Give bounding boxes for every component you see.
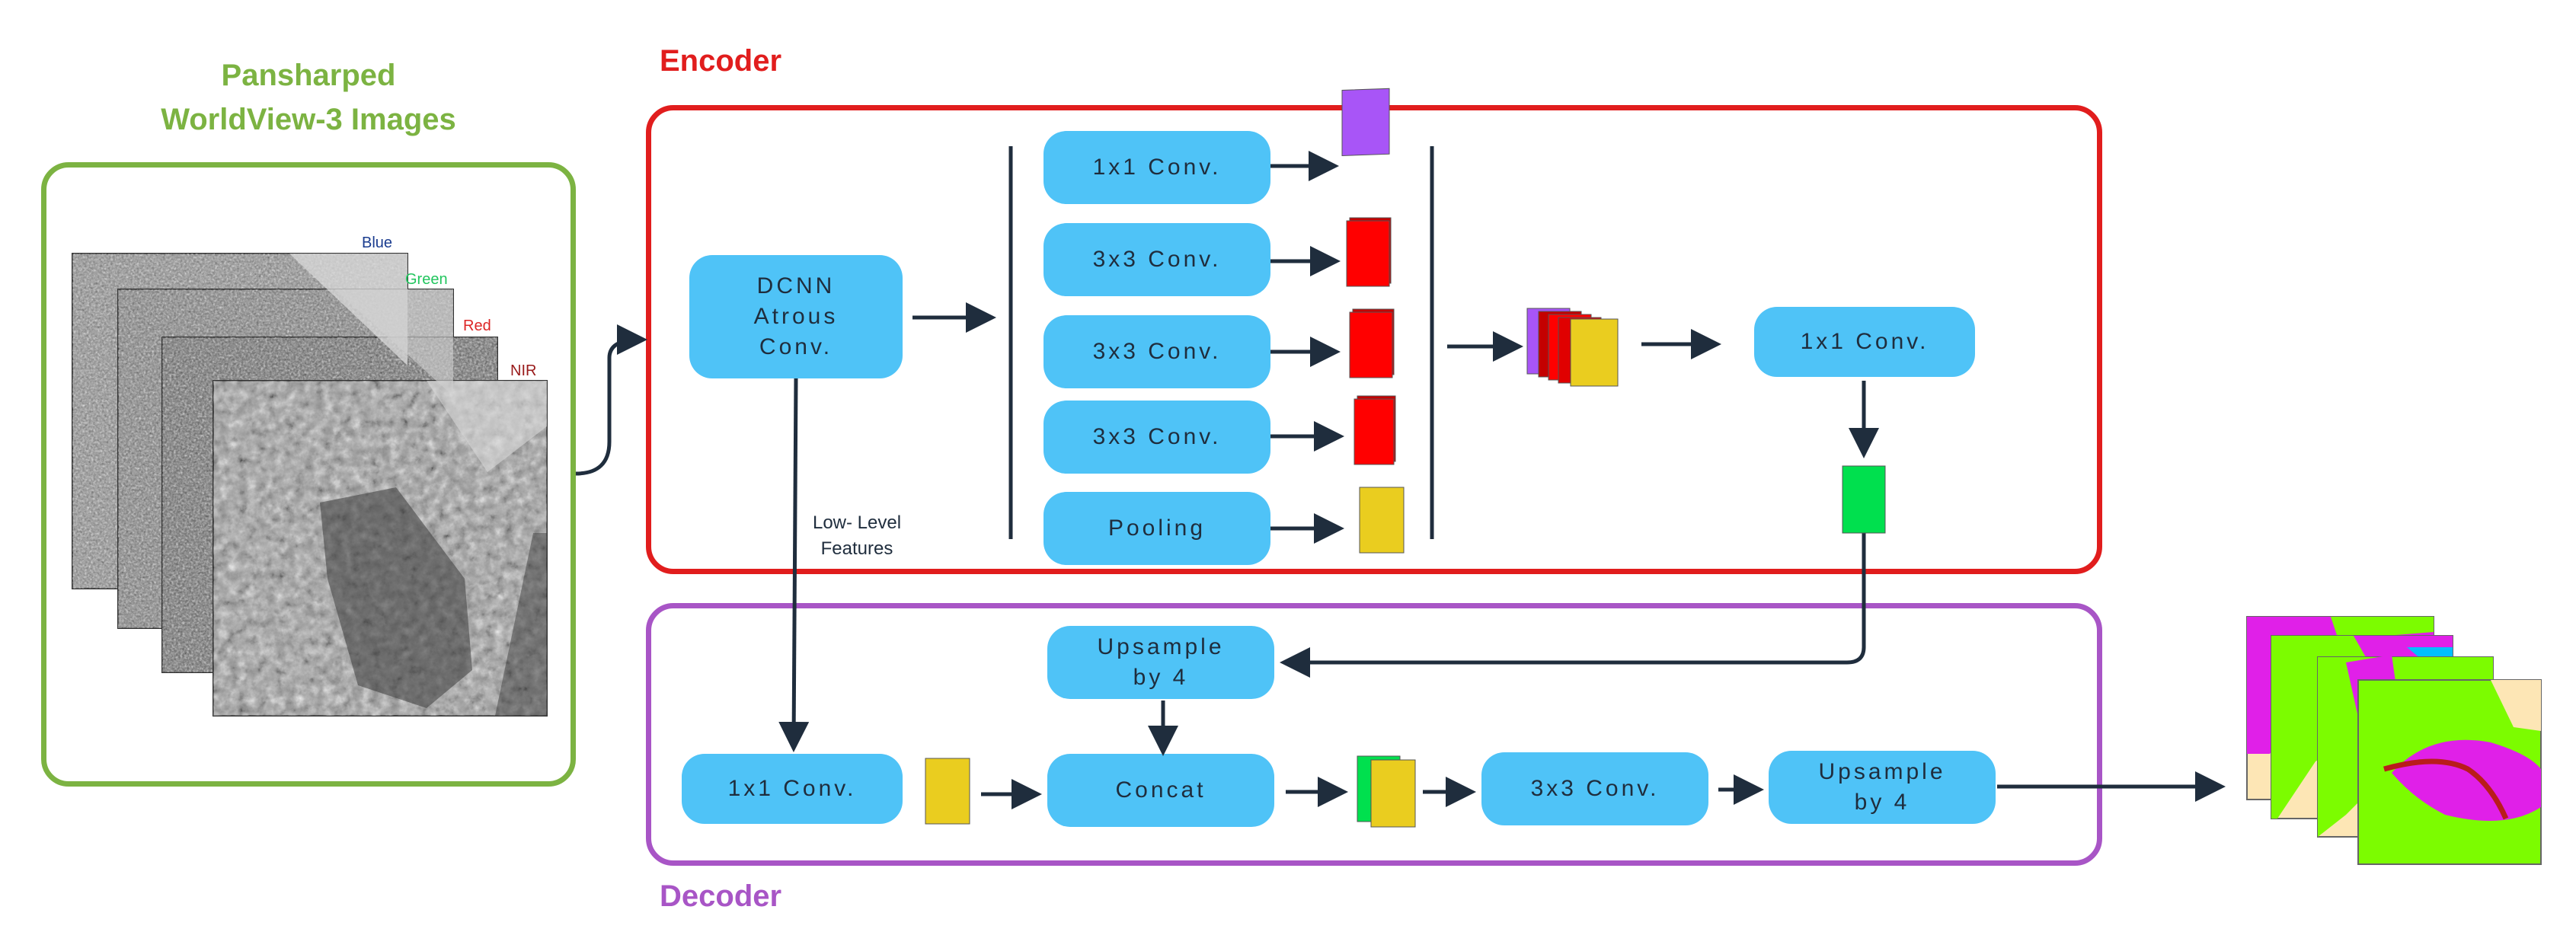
decoder-upsample-top: Upsample by 4 [1047, 626, 1274, 699]
output-segmentation-stack [2246, 616, 2542, 865]
concat-output-feature [1357, 755, 1416, 828]
decoder-refine-3x3-conv: 3x3 Conv. [1481, 752, 1708, 825]
concatenated-feature-stack [1526, 308, 1619, 387]
decoder-panel [646, 603, 2102, 866]
arrow-input-to-encoder [575, 324, 647, 476]
input-title: Pansharped WorldView-3 Images [99, 53, 518, 142]
encoder-label: Encoder [660, 44, 782, 78]
decoder-label: Decoder [660, 879, 782, 913]
input-title-line2: WorldView-3 Images [161, 103, 456, 136]
encoder-projection-1x1-conv: 1x1 Conv. [1754, 307, 1975, 377]
low-level-feature-map [925, 758, 970, 825]
segmentation-map-4 [2357, 679, 2542, 865]
band-label-green: Green [405, 271, 448, 288]
input-title-line1: Pansharped [221, 59, 396, 92]
arrow-encoder-to-upsample [1280, 533, 1866, 678]
band-label-red: Red [463, 318, 491, 334]
encoder-output-feature [1842, 465, 1886, 534]
decoder-concat: Concat [1047, 754, 1274, 827]
aspp-branch-3x3-conv-2: 3x3 Conv. [1044, 315, 1270, 388]
feature-map-3x3-2 [1349, 308, 1395, 378]
input-images-frame [41, 162, 576, 787]
feature-map-1x1 [1341, 88, 1390, 156]
feature-map-3x3-3 [1354, 395, 1396, 465]
arrow-low-level-features [778, 378, 810, 752]
feature-map-3x3-1 [1346, 217, 1392, 287]
band-image-nir [213, 380, 548, 717]
aspp-branch-1x1-conv: 1x1 Conv. [1044, 131, 1270, 204]
aspp-branch-3x3-conv-3: 3x3 Conv. [1044, 401, 1270, 474]
feature-map-pooling [1359, 487, 1405, 554]
low-level-features-label: Low- Level Features [812, 512, 902, 559]
band-label-nir: NIR [510, 362, 537, 379]
aspp-branch-3x3-conv-1: 3x3 Conv. [1044, 223, 1270, 296]
aspp-branch-pooling: Pooling [1044, 492, 1270, 565]
decoder-low-level-1x1-conv: 1x1 Conv. [682, 754, 903, 824]
band-label-blue: Blue [362, 235, 393, 251]
decoder-upsample-bottom: Upsample by 4 [1769, 751, 1996, 824]
dcnn-atrous-conv-block: DCNN Atrous Conv. [689, 255, 903, 378]
